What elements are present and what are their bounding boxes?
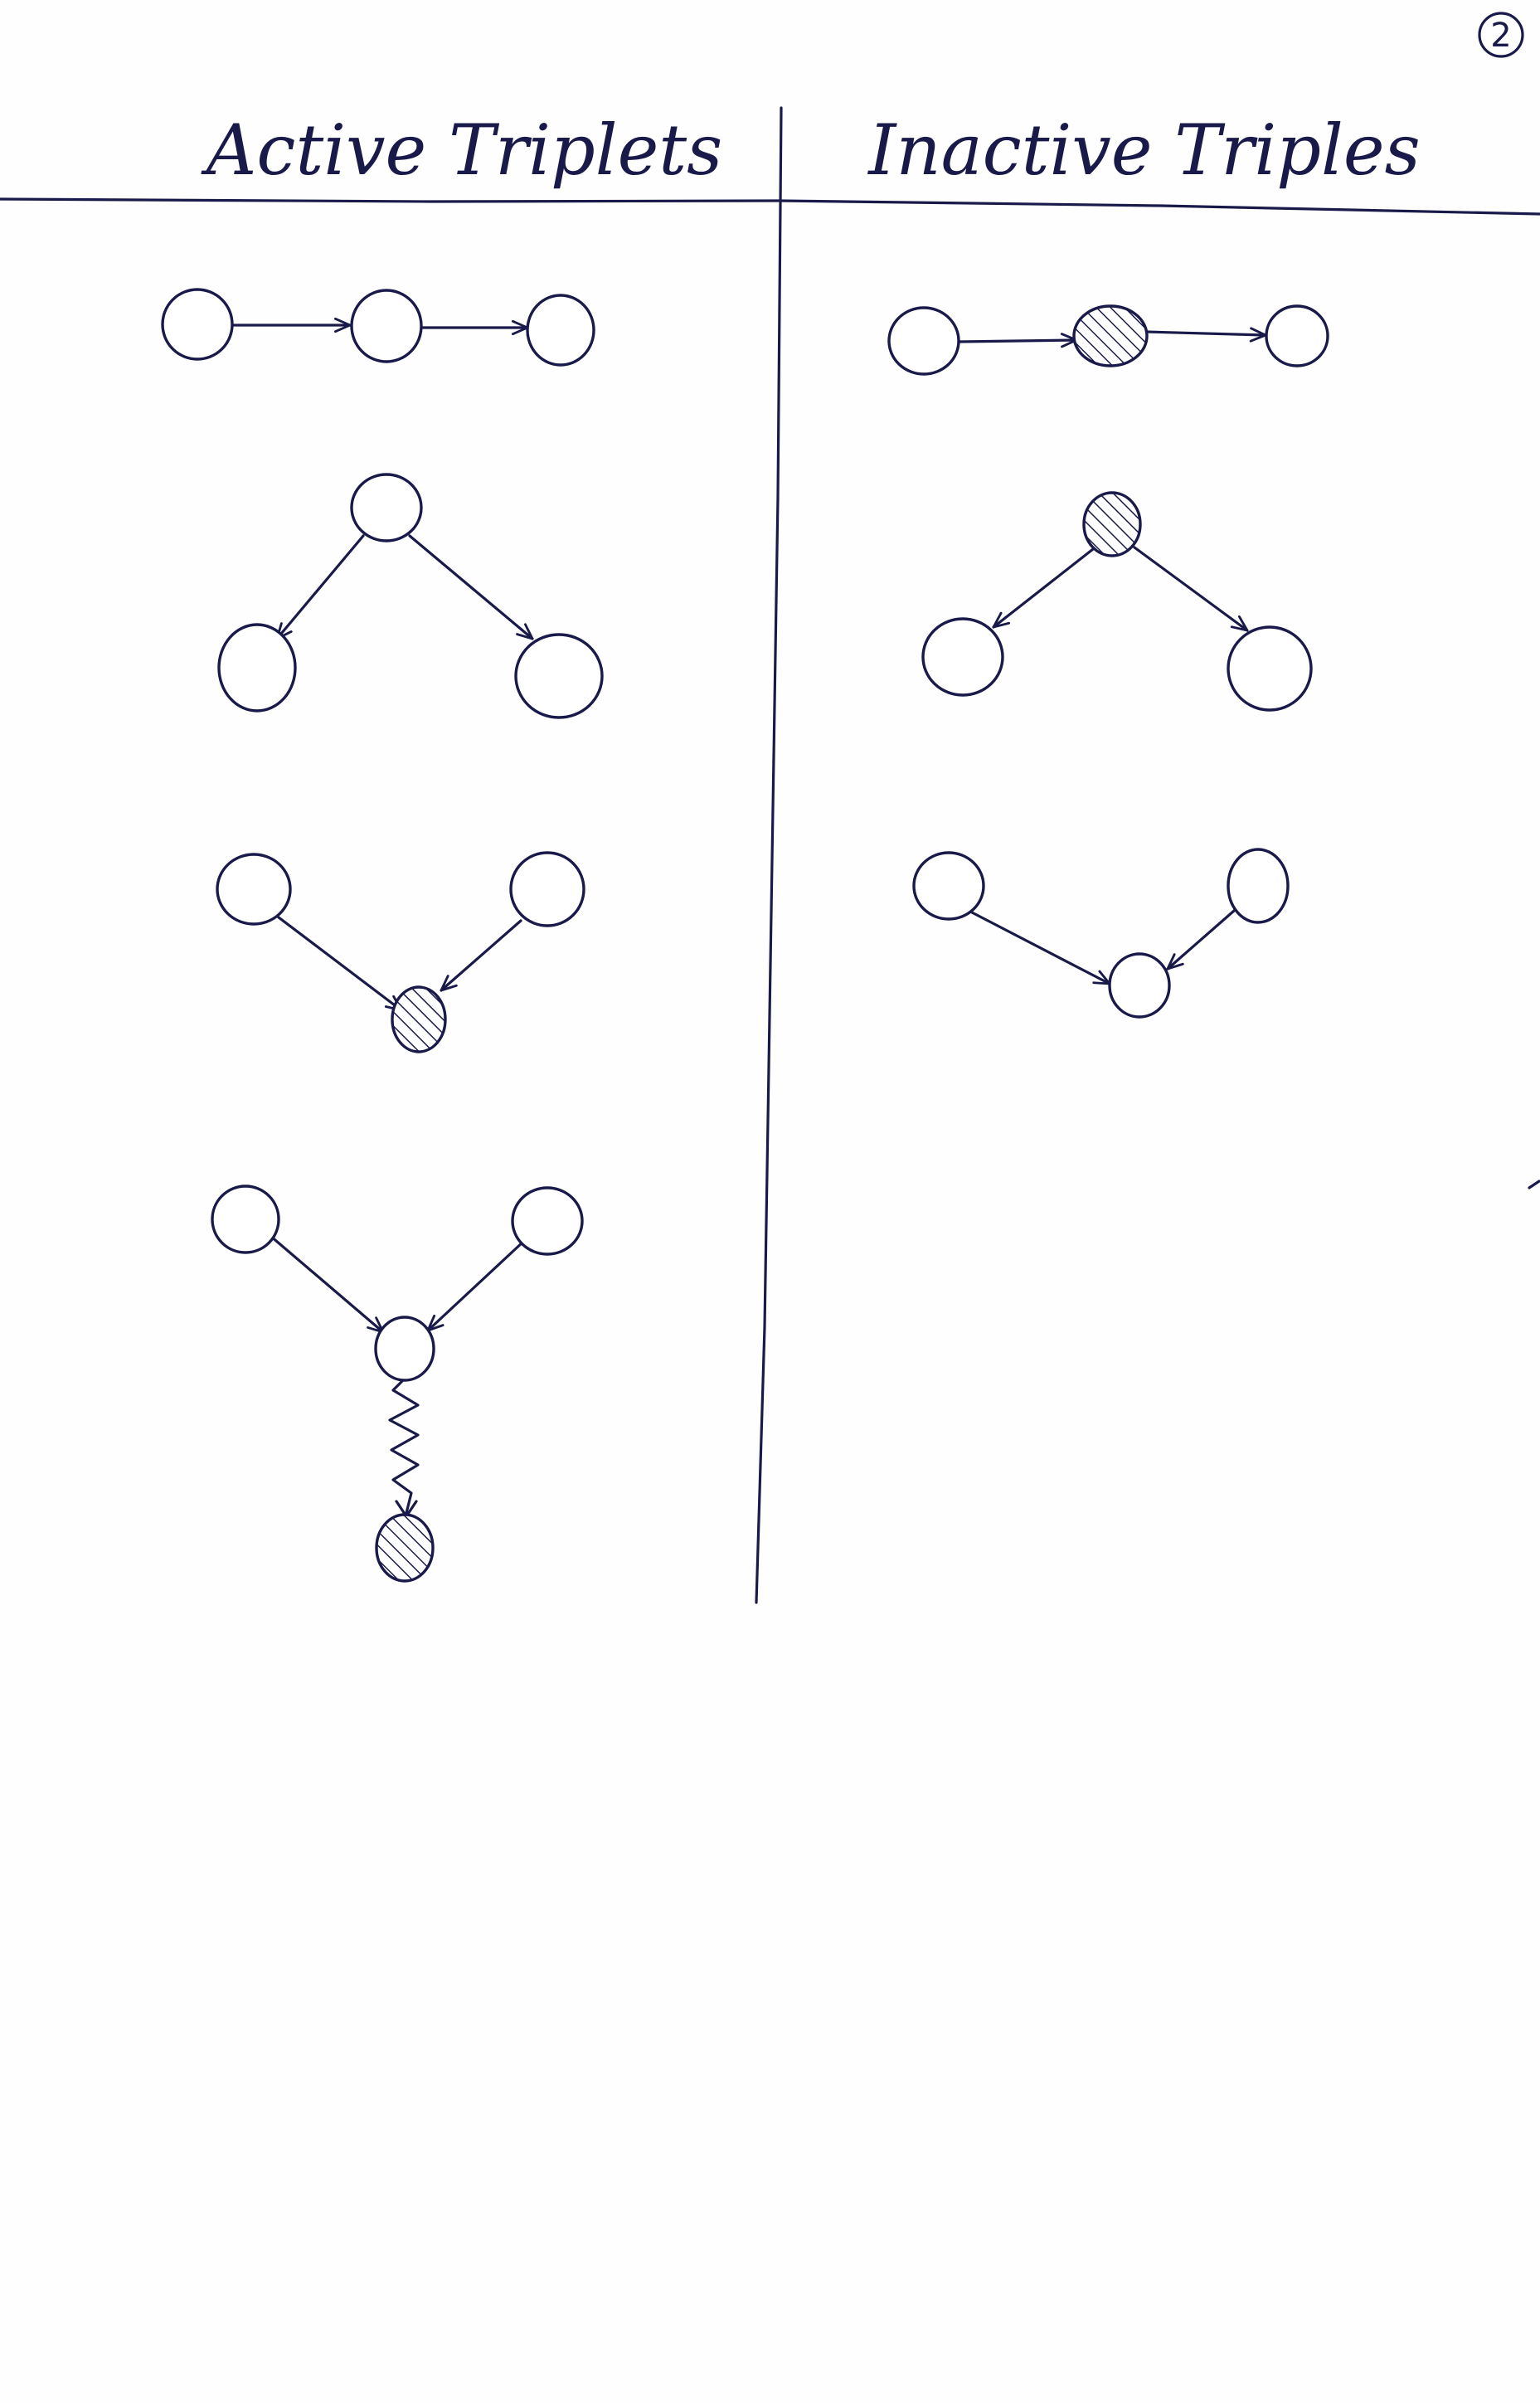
inactive-chain-edge-1 — [957, 333, 1078, 348]
active-common-cause-edge-right — [408, 534, 534, 640]
active-v-structure-edge-right — [440, 919, 522, 992]
active-v-structure-node-left — [216, 853, 292, 926]
inactive-chain-node-a — [887, 306, 960, 376]
active-common-cause-node-right — [514, 633, 604, 719]
active-descendant — [211, 1184, 584, 1583]
active-chain-node-c — [526, 294, 595, 367]
active-v-structure-node-right — [509, 851, 585, 927]
margin-tick-mark — [1528, 1180, 1540, 1189]
active-v-structure-node-bottom-observed — [391, 985, 447, 1053]
inactive-v-structure-node-right — [1227, 848, 1290, 924]
active-descendant-node-descendant-observed — [375, 1513, 435, 1583]
active-common-cause — [217, 473, 604, 719]
inactive-common-cause — [921, 491, 1313, 712]
inactive-chain — [887, 304, 1329, 376]
active-descendant-node-left — [211, 1184, 280, 1254]
header-divider-line — [0, 197, 1540, 216]
page-number-text: 2 — [1490, 17, 1511, 55]
page-number: 2 — [1478, 12, 1524, 58]
active-descendant-node-middle — [374, 1316, 435, 1382]
inactive-common-cause-edge-left — [992, 547, 1095, 629]
inactive-v-structure-node-bottom — [1108, 952, 1171, 1019]
inactive-common-cause-node-left — [921, 617, 1004, 697]
inactive-chain-node-c — [1265, 304, 1329, 367]
heading-inactive-triples: Inactive Triples — [867, 109, 1420, 191]
active-descendant-edge-left — [269, 1234, 385, 1334]
active-descendant-node-right — [511, 1186, 584, 1256]
inactive-common-cause-node-top-observed — [1082, 491, 1142, 557]
active-common-cause-node-top — [350, 473, 423, 542]
inactive-v-structure-edge-right — [1166, 909, 1236, 970]
active-descendant-squiggle-path — [388, 1377, 420, 1515]
inactive-v-structure-node-left — [912, 851, 985, 921]
active-v-structure — [216, 851, 585, 1053]
inactive-common-cause-edge-right — [1133, 546, 1249, 632]
active-descendant-edge-right — [426, 1239, 526, 1332]
page-number-circle — [1478, 12, 1524, 58]
active-common-cause-edge-left — [275, 534, 365, 640]
inactive-chain-edge-2 — [1144, 327, 1267, 343]
active-chain — [161, 288, 595, 367]
active-v-structure-edge-left — [277, 916, 403, 1012]
active-common-cause-node-left — [217, 623, 297, 713]
column-divider-line — [755, 106, 783, 1604]
active-chain-node-a — [161, 288, 234, 361]
active-chain-node-b — [350, 289, 423, 363]
heading-active-triplets: Active Triplets — [201, 109, 722, 191]
inactive-v-structure — [912, 848, 1290, 1019]
inactive-common-cause-node-right — [1227, 625, 1313, 712]
inactive-v-structure-edge-left — [970, 911, 1111, 985]
inactive-chain-node-b-observed — [1072, 304, 1149, 367]
